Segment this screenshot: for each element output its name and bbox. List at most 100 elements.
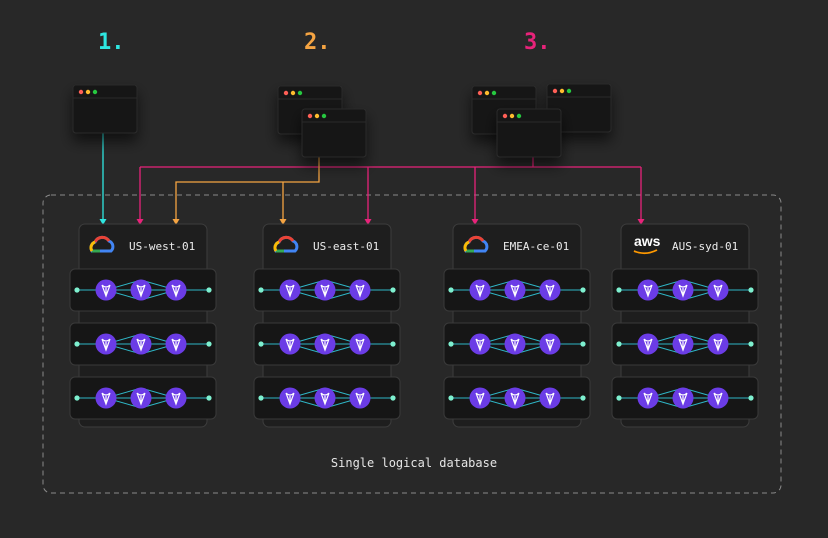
node-endpoint xyxy=(748,395,754,401)
app-window-1 xyxy=(72,84,138,134)
database-node xyxy=(314,279,336,301)
cockroach-logo-icon xyxy=(101,338,111,352)
database-node xyxy=(165,279,187,301)
database-node xyxy=(469,279,491,301)
window-frame xyxy=(301,108,367,158)
gcp-cloud-yellow xyxy=(463,240,470,252)
node-endpoint xyxy=(206,395,212,401)
app3-arrowhead xyxy=(136,219,144,225)
database-node xyxy=(672,279,694,301)
cockroach-logo-icon xyxy=(545,392,555,406)
node-endpoint xyxy=(206,341,212,347)
caption: Single logical database xyxy=(330,456,498,470)
cockroach-logo-icon xyxy=(678,284,688,298)
region-name: US-east-01 xyxy=(313,240,379,253)
node-row xyxy=(253,376,401,420)
window-zoom-dot xyxy=(321,113,327,119)
node-row xyxy=(443,376,591,420)
cockroach-logo-icon xyxy=(171,392,181,406)
step-1-label: 1. xyxy=(98,30,125,55)
cockroach-logo-icon xyxy=(545,284,555,298)
cockroach-logo-icon xyxy=(136,284,146,298)
aws-logo-text: aws xyxy=(634,233,661,249)
node-endpoint xyxy=(748,341,754,347)
app-window-3-front xyxy=(496,108,562,158)
node-endpoint xyxy=(448,287,454,293)
gcp-cloud-red xyxy=(467,235,485,243)
node-row xyxy=(253,322,401,366)
aws-smile-icon xyxy=(633,249,658,255)
database-boundary xyxy=(42,194,782,494)
database-node xyxy=(707,279,729,301)
database-node xyxy=(637,387,659,409)
database-node xyxy=(672,333,694,355)
window-zoom-dot xyxy=(491,90,497,96)
cockroach-logo-icon xyxy=(643,338,653,352)
database-node xyxy=(314,333,336,355)
node-endpoint xyxy=(580,341,586,347)
node-endpoint xyxy=(390,341,396,347)
window-frame xyxy=(546,83,612,133)
app2-route-line-west xyxy=(175,155,320,219)
node-endpoint xyxy=(258,395,264,401)
cockroach-logo-icon xyxy=(101,284,111,298)
database-node xyxy=(95,279,117,301)
node-endpoint xyxy=(74,287,80,293)
node-endpoint xyxy=(580,395,586,401)
window-close-dot xyxy=(307,113,313,119)
window-minimize-dot xyxy=(559,88,565,94)
node-row xyxy=(69,376,217,420)
app3-arrowhead xyxy=(637,219,645,225)
database-node xyxy=(539,279,561,301)
cockroach-logo-icon xyxy=(320,338,330,352)
database-node xyxy=(504,387,526,409)
cockroach-logo-icon xyxy=(510,284,520,298)
cockroach-logo-icon xyxy=(101,392,111,406)
database-node xyxy=(504,279,526,301)
node-row xyxy=(443,268,591,312)
database-node xyxy=(672,387,694,409)
app2-arrowhead xyxy=(172,219,180,225)
cockroach-logo-icon xyxy=(136,392,146,406)
region-emea-ce-01: EMEA-ce-01 xyxy=(443,223,591,428)
database-node xyxy=(707,333,729,355)
app3-arrowhead xyxy=(364,219,372,225)
window-zoom-dot xyxy=(92,89,98,95)
cockroach-logo-icon xyxy=(475,392,485,406)
cockroach-logo-icon xyxy=(643,392,653,406)
window-minimize-dot xyxy=(484,90,490,96)
app2-arrowhead xyxy=(279,219,287,225)
step-3-label: 3. xyxy=(524,30,551,55)
gcp-cloud-red xyxy=(277,235,295,243)
window-close-dot xyxy=(477,90,483,96)
gcp-cloud-yellow xyxy=(273,240,280,252)
region-name: US-west-01 xyxy=(129,240,195,253)
window-minimize-dot xyxy=(509,113,515,119)
google-cloud-icon xyxy=(273,235,299,253)
app-window-3-back-right xyxy=(546,83,612,133)
node-endpoint xyxy=(616,341,622,347)
database-node xyxy=(95,387,117,409)
region-name: EMEA-ce-01 xyxy=(503,240,569,253)
cockroach-logo-icon xyxy=(136,338,146,352)
window-close-dot xyxy=(502,113,508,119)
node-endpoint xyxy=(448,395,454,401)
cockroach-logo-icon xyxy=(171,284,181,298)
cockroach-logo-icon xyxy=(475,284,485,298)
database-node xyxy=(349,279,371,301)
database-node xyxy=(504,333,526,355)
node-endpoint xyxy=(390,395,396,401)
region-name: AUS-syd-01 xyxy=(672,240,738,253)
cockroach-logo-icon xyxy=(678,338,688,352)
database-node xyxy=(279,279,301,301)
google-cloud-icon xyxy=(89,235,115,253)
cockroach-logo-icon xyxy=(475,338,485,352)
node-endpoint xyxy=(258,287,264,293)
database-node xyxy=(279,333,301,355)
cockroach-logo-icon xyxy=(171,338,181,352)
cockroach-logo-icon xyxy=(678,392,688,406)
cockroach-logo-icon xyxy=(355,392,365,406)
database-node xyxy=(130,333,152,355)
database-node xyxy=(469,333,491,355)
region-us-east-01: US-east-01 xyxy=(253,223,401,428)
